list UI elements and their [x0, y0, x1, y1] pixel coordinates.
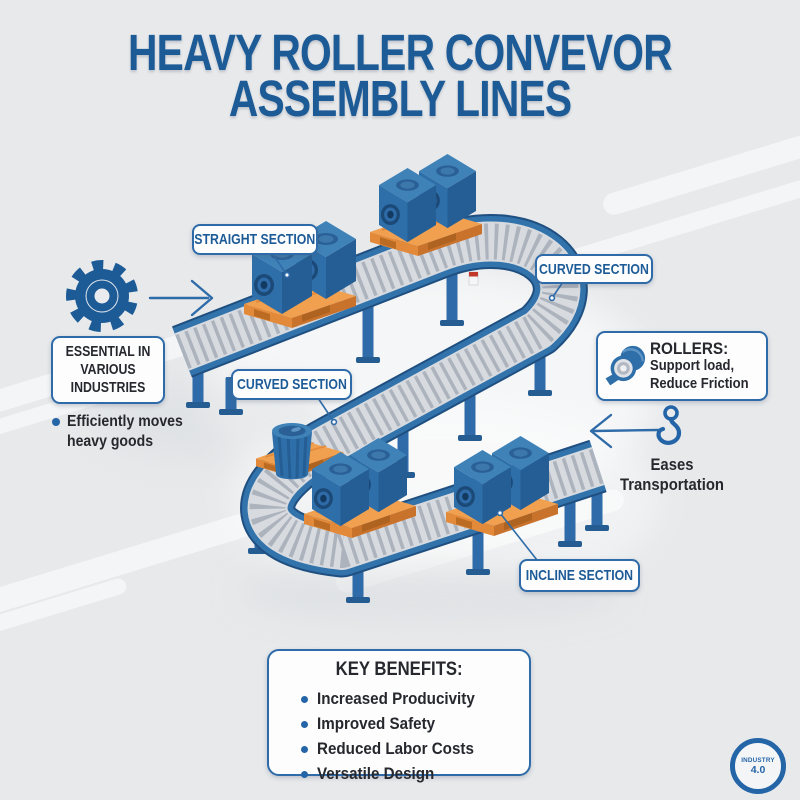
- page-title: HEAVY ROLLER CONVEVOR ASSEMBLY LINES: [0, 24, 800, 127]
- rollers-text: ROLLERS: Support load, Reduce Friction: [650, 338, 750, 392]
- label-straight-section: STRAIGHT SECTION: [192, 224, 318, 255]
- label-curved-section-top: CURVED SECTION: [535, 254, 653, 284]
- hook-icon: [656, 405, 682, 445]
- industry-badge: INDUSTRY 4.0: [730, 738, 786, 794]
- gear-icon: [66, 260, 138, 332]
- roller-icon: [605, 345, 646, 386]
- sensor-tag: [468, 271, 479, 286]
- transport-note: Eases Transportation: [620, 456, 724, 494]
- drum-container: [270, 421, 314, 481]
- page-title-line1: HEAVY ROLLER CONVEVOR: [128, 24, 673, 81]
- page-title-line2: ASSEMBLY LINES: [228, 70, 572, 127]
- key-benefits-list: Increased Producivity Improved Safety Re…: [269, 687, 529, 787]
- benefit-item: Improved Safety: [301, 712, 529, 737]
- benefit-item: Increased Producivity: [301, 687, 529, 712]
- arrow-left-icon: [589, 413, 660, 449]
- bullet-dot: [301, 746, 308, 753]
- benefit-item: Reduced Labor Costs: [301, 737, 529, 762]
- left-bullet-item: Efficiently moves heavy goods: [52, 412, 212, 452]
- bullet-dot: [52, 418, 60, 426]
- label-incline-section: INCLINE SECTION: [519, 559, 640, 592]
- conveyor-legs: [186, 272, 609, 603]
- rollers-info-box: ROLLERS: Support load, Reduce Friction: [596, 331, 768, 401]
- benefit-item: Versatile Design: [301, 762, 529, 787]
- key-benefits-heading: KEY BENEFITS:: [335, 659, 463, 680]
- essential-industries-box: ESSENTIAL IN VARIOUS INDUSTRIES: [51, 336, 165, 404]
- bullet-dot: [301, 771, 308, 778]
- bullet-dot: [301, 696, 308, 703]
- bullet-dot: [301, 721, 308, 728]
- arrow-right-icon: [148, 279, 214, 317]
- key-benefits-box: KEY BENEFITS: Increased Producivity Impr…: [267, 649, 531, 783]
- conveyor-bed: [171, 214, 607, 578]
- label-curved-section-mid: CURVED SECTION: [231, 369, 352, 400]
